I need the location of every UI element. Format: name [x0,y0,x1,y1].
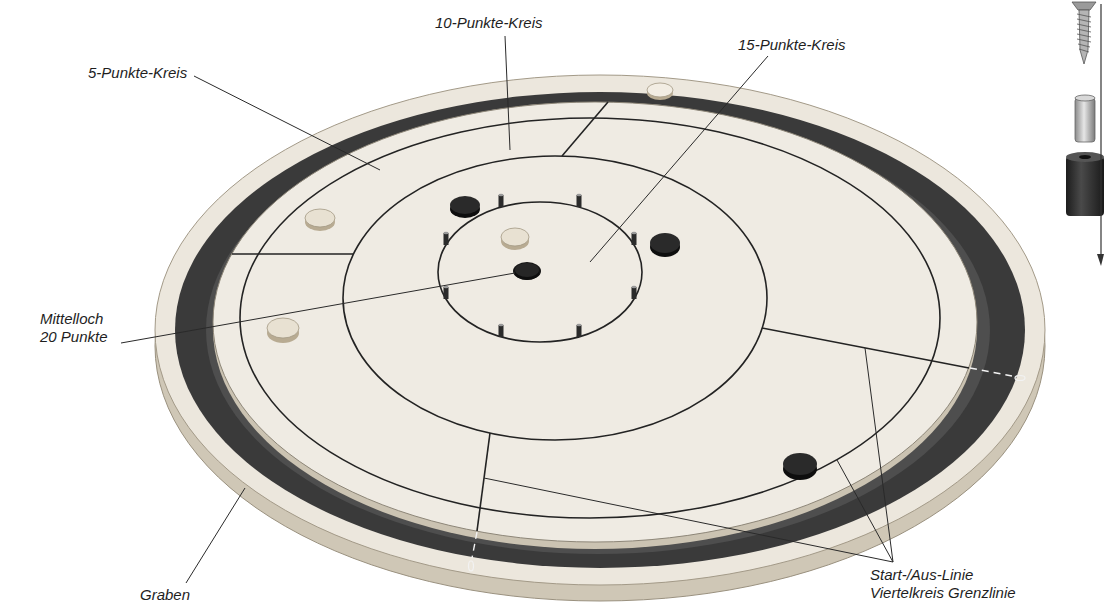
assembly-arrow [1100,4,1101,262]
light-puck [267,318,299,343]
dark-puck [515,263,539,280]
peg [577,194,582,207]
board-base [155,75,1045,601]
assembly-arrow-head [1097,254,1104,266]
metal-pin [1075,98,1095,142]
scoring-circles [240,118,940,518]
ditch [175,92,1025,568]
screw-head [1072,2,1096,10]
peg [444,286,449,299]
quarter-line [232,253,353,255]
screw-thread [1077,14,1091,52]
quarter-line-extensions [472,368,1012,558]
quarter-line [562,102,608,156]
peg [499,194,504,207]
peg-assembly [1066,2,1104,266]
ditch-marks [469,376,1026,572]
rubber-sleeve-hole [1079,155,1091,159]
screw-shaft [1079,10,1089,64]
quarter-line-extension [472,532,477,558]
ditch-mark [1015,376,1025,381]
light-puck [647,83,673,100]
callout-label: Graben [140,586,230,604]
peg [632,286,637,299]
playing-surface [213,102,977,542]
fifteen-point-circle [438,202,642,342]
leader-line [865,348,893,562]
callout-label: 10-Punkte-Kreis [435,14,575,32]
callout-label: Start-/Aus-Linie Viertelkreis Grenzlinie [870,566,1042,602]
callout-label: 15-Punkte-Kreis [738,36,878,54]
leader-line [505,36,510,150]
light-puck [501,228,529,250]
metal-pin-top [1075,95,1095,101]
ten-point-circle [343,156,767,440]
rubber-sleeve [1066,156,1104,216]
outer-line [240,118,940,518]
callout-label: Mittelloch 20 Punkte [40,310,118,346]
leader-line [121,273,515,343]
peg [499,324,504,337]
leader-line [194,76,380,170]
peg [632,232,637,245]
peg [444,232,449,245]
dark-puck [783,453,817,480]
leader-line [484,478,893,562]
pucks [267,83,817,480]
ditch-mark [469,561,474,571]
quarter-lines [232,102,969,531]
dark-puck [650,233,680,257]
callout-label: 5-Punkte-Kreis [88,64,218,82]
quarter-line-extension [970,368,1012,376]
leader-line [186,488,245,583]
quarter-line [477,433,490,531]
dark-puck [450,196,480,218]
leader-line [590,56,768,262]
rim-top [155,75,1045,585]
leader-lines [121,36,893,583]
rubber-sleeve-top [1066,152,1104,162]
leader-line [837,460,893,562]
peg [577,324,582,337]
light-puck [305,209,335,231]
centre-hole [513,262,541,280]
pegs [444,194,637,337]
